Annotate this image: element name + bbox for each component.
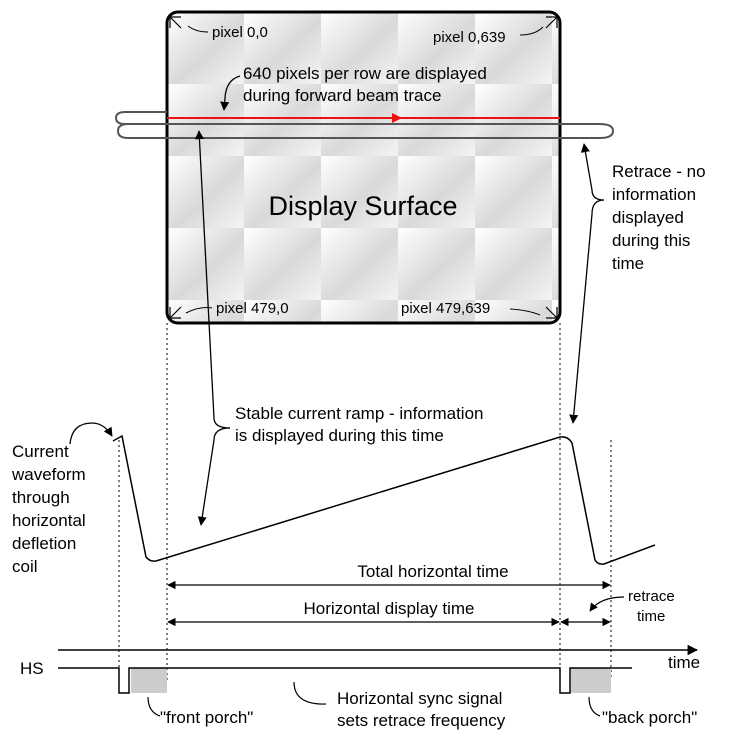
- pixel-label-bottom-left: pixel 479,0: [216, 300, 289, 317]
- retrace-note-line-3: displayed: [612, 208, 684, 227]
- display-surface: pixel 0,0 pixel 0,639 pixel 479,0 pixel …: [165, 10, 562, 325]
- waveform-note-line-3: through: [12, 488, 70, 507]
- waveform-note-line-1: Current: [12, 442, 69, 461]
- stable-ramp-line-1: Stable current ramp - information: [235, 404, 484, 423]
- retrace-coil-path: [114, 111, 615, 139]
- front-porch-label: "front porch": [160, 708, 253, 727]
- sync-note-line-1: Horizontal sync signal: [337, 689, 502, 708]
- sync-note-line-2: sets retrace frequency: [337, 711, 506, 730]
- timing-guides: [118, 323, 612, 680]
- retrace-time-line-2: time: [637, 608, 665, 625]
- waveform-note-line-4: horizontal: [12, 511, 86, 530]
- back-porch-region: [571, 668, 611, 693]
- pixel-label-top-right: pixel 0,639: [433, 29, 506, 46]
- current-waveform-line: [112, 434, 656, 565]
- stable-ramp-annotation: Stable current ramp - information is dis…: [194, 130, 484, 526]
- hs-signal: HS "front porch" "back porch" Horizontal…: [20, 659, 697, 730]
- waveform-note-line-5: defletion: [12, 534, 76, 553]
- retrace-annotation: Retrace - no information displayed durin…: [569, 143, 706, 424]
- time-axis: time: [58, 644, 700, 672]
- back-porch-label: "back porch": [602, 708, 697, 727]
- time-axis-label: time: [668, 653, 700, 672]
- beam-trace: [114, 111, 615, 139]
- waveform-note-line-6: coil: [12, 557, 38, 576]
- retrace-note-line-5: time: [612, 254, 644, 273]
- retrace-note-line-1: Retrace - no: [612, 162, 706, 181]
- stable-ramp-line-2: is displayed during this time: [235, 426, 444, 445]
- forward-beam-arrowhead: [392, 113, 402, 123]
- timing-spans: Total horizontal time Horizontal display…: [167, 562, 675, 627]
- front-porch-region: [131, 668, 167, 693]
- horizontal-display-time-label: Horizontal display time: [303, 599, 474, 618]
- row-note-line-2: during forward beam trace: [243, 86, 441, 105]
- total-horizontal-time-label: Total horizontal time: [357, 562, 508, 581]
- pixel-label-top-left: pixel 0,0: [212, 24, 268, 41]
- retrace-note-line-4: during this: [612, 231, 690, 250]
- hs-label: HS: [20, 659, 44, 678]
- display-surface-title: Display Surface: [268, 191, 457, 221]
- retrace-time-line-1: retrace: [628, 588, 675, 605]
- retrace-note-line-2: information: [612, 185, 696, 204]
- current-waveform: Current waveform through horizontal defl…: [11, 422, 656, 576]
- hs-signal-line: [58, 667, 632, 694]
- waveform-note-line-2: waveform: [11, 465, 86, 484]
- display-frame: [165, 10, 562, 325]
- pixel-label-bottom-right: pixel 479,639: [401, 300, 490, 317]
- row-note-line-1: 640 pixels per row are displayed: [243, 64, 487, 83]
